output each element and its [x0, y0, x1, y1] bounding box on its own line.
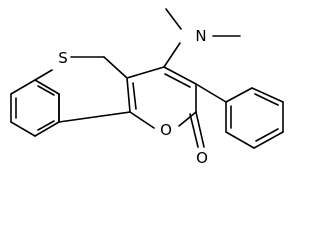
- phenyl-ring: [195, 83, 284, 149]
- bond: [126, 77, 131, 113]
- bond: [34, 69, 53, 81]
- bond: [163, 66, 197, 85]
- sulfur-atom-label: S: [58, 49, 68, 67]
- carbonyl-oxygen-atom-label: O: [196, 149, 208, 167]
- bond: [126, 66, 165, 79]
- bond: [129, 111, 155, 129]
- benzo-ring: [10, 69, 60, 137]
- bond: [34, 79, 60, 95]
- pyranone-ring: [126, 66, 197, 129]
- ring-oxygen-atom-label: O: [160, 121, 172, 139]
- double-bond-inner: [37, 120, 55, 131]
- bond: [195, 111, 205, 148]
- bond: [251, 87, 284, 103]
- bond: [10, 79, 36, 95]
- double-bond-inner: [132, 82, 137, 110]
- bond: [34, 121, 60, 137]
- double-bond-inner: [164, 73, 191, 88]
- bond: [225, 87, 253, 103]
- bond: [10, 121, 36, 137]
- bond: [195, 83, 227, 103]
- bond: [58, 111, 131, 123]
- bond: [189, 113, 199, 148]
- double-bond-inner: [37, 85, 55, 96]
- carbonyl-group: [189, 111, 205, 148]
- chemical-structure-diagram: S N O O: [10, 8, 284, 167]
- bond: [103, 56, 128, 79]
- dimethylamino-group: [163, 8, 241, 68]
- nitrogen-atom-label: N: [195, 27, 206, 45]
- bond: [178, 111, 197, 127]
- bond: [253, 131, 284, 149]
- thiopyran-ring: [58, 56, 131, 123]
- double-bond-inner: [254, 93, 279, 106]
- double-bond-inner: [255, 128, 279, 142]
- bond: [225, 131, 255, 149]
- bond: [163, 42, 181, 68]
- bond: [165, 8, 182, 30]
